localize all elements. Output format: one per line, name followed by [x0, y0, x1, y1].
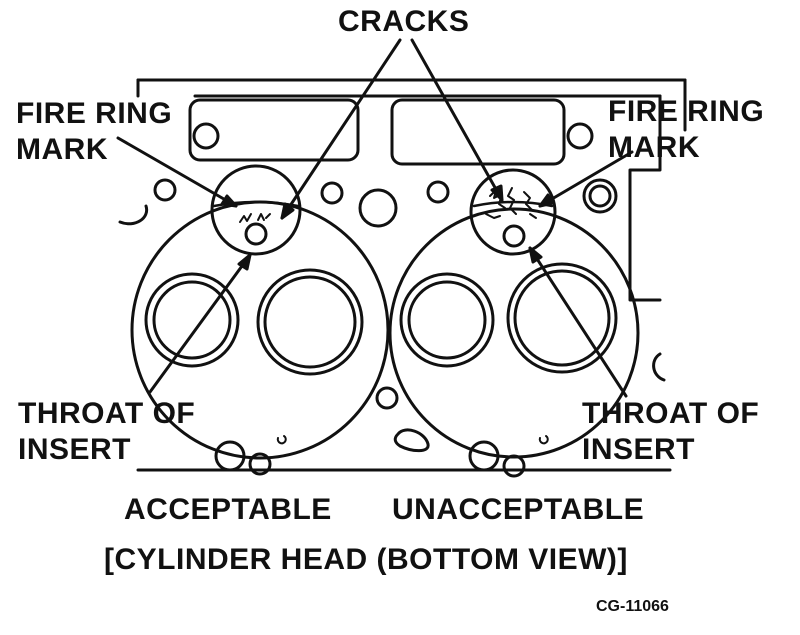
- figure-id: CG-11066: [596, 598, 669, 615]
- fire-ring-leader-right: [538, 150, 634, 208]
- throat-leader-left: [148, 253, 252, 394]
- left-prechamber: [210, 164, 302, 256]
- right-cylinder: [388, 168, 640, 478]
- throat-label-left-line1: THROAT OF: [18, 397, 196, 430]
- fire-ring-label-left-line2: MARK: [16, 133, 108, 166]
- fire-ring-label-right-line1: FIRE RING: [608, 95, 765, 128]
- bolt-holes: [153, 122, 618, 453]
- fire-ring-label-left-line1: FIRE RING: [16, 97, 173, 130]
- throat-label-right-line2: INSERT: [582, 433, 696, 466]
- right-prechamber: [469, 168, 557, 256]
- upper-cores: [188, 98, 566, 166]
- cracks-leader-right: [410, 38, 504, 202]
- cracks-leader-left: [280, 38, 402, 220]
- unacceptable-label: UNACCEPTABLE: [392, 493, 645, 526]
- figure-caption: [CYLINDER HEAD (BOTTOM VIEW)]: [104, 543, 628, 576]
- leader-lines: [116, 38, 634, 398]
- throat-label-right-line1: THROAT OF: [582, 397, 760, 430]
- acceptable-label: ACCEPTABLE: [124, 493, 332, 526]
- throat-leader-right: [528, 246, 628, 398]
- throat-label-left-line2: INSERT: [18, 433, 132, 466]
- fire-ring-leader-left: [116, 136, 238, 208]
- cracks-label: CRACKS: [338, 5, 470, 38]
- fire-ring-label-right-line2: MARK: [608, 131, 700, 164]
- left-cylinder: [130, 164, 390, 476]
